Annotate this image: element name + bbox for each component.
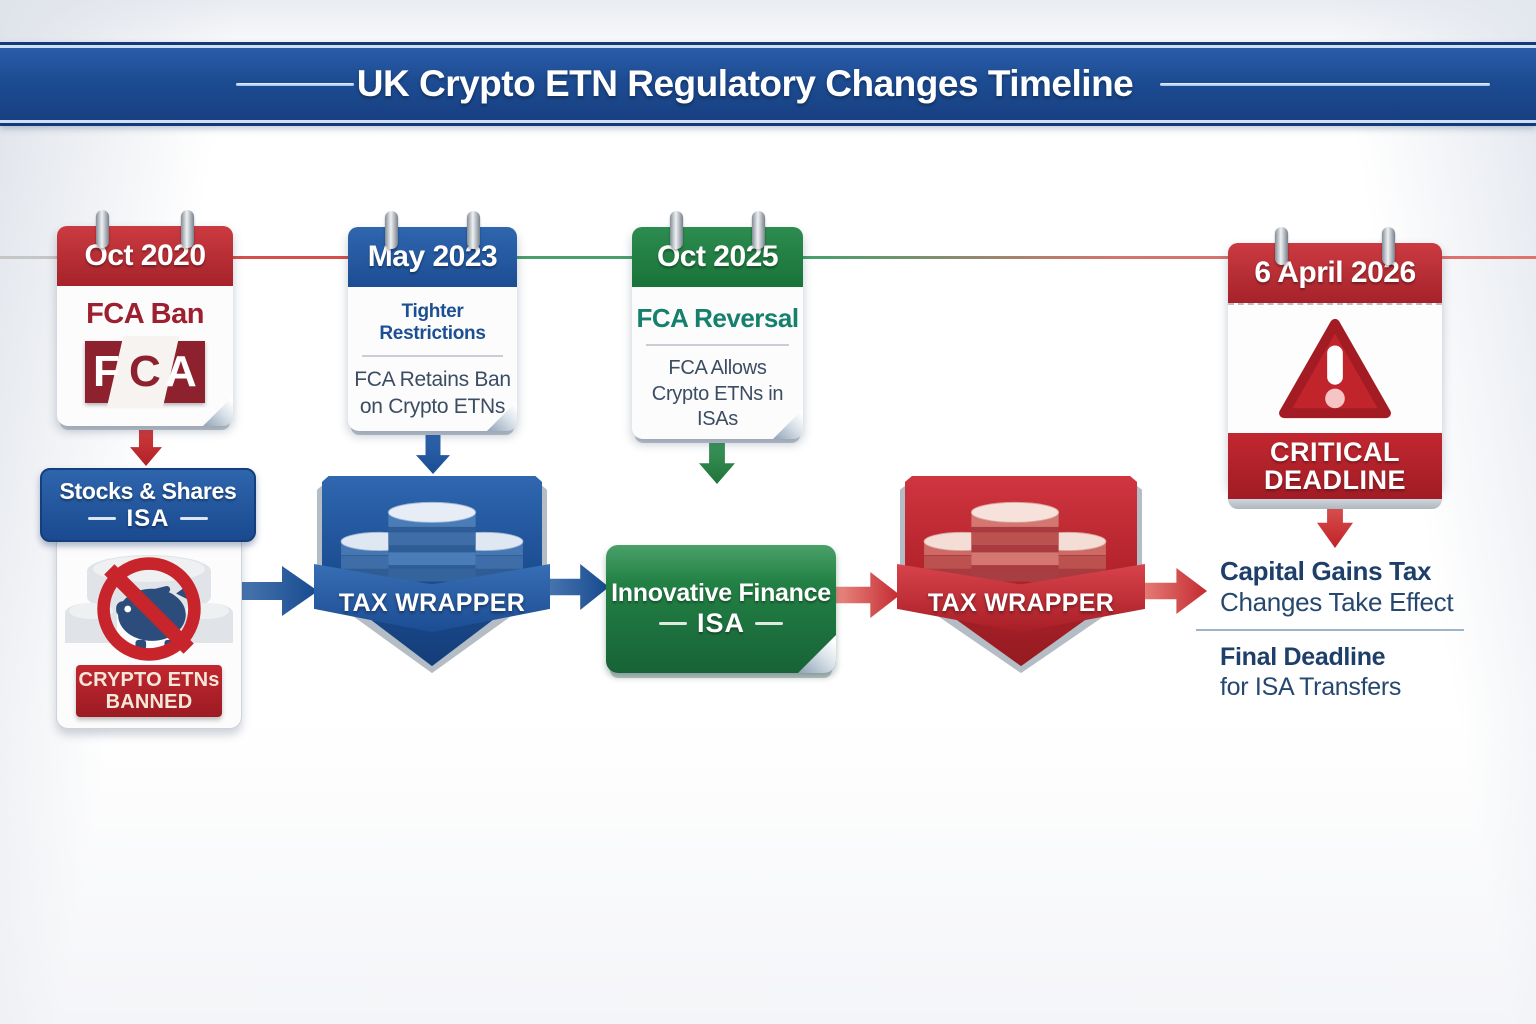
outcome-line: Final Deadline (1220, 643, 1386, 672)
milestone-heading: FCA Reversal (636, 303, 799, 333)
critical-deadline-band: CRITICAL DEADLINE (1228, 433, 1442, 499)
right-arrow-icon (238, 566, 318, 616)
milestone-date: Oct 2025 (632, 227, 803, 287)
milestone-text-line: Crypto ETNs in ISAs (651, 382, 784, 431)
isa-title-line: Stocks & Shares (59, 477, 237, 504)
crypto-banned-card: CRYPTO ETNs BANNED (56, 537, 242, 729)
tax-wrapper-shield-blue: TAX WRAPPER (314, 476, 550, 674)
binder-ring-icon (466, 211, 480, 249)
milestone-body: Tighter Restrictions FCA Retains Ban on … (348, 301, 517, 421)
milestone-card-oct-2020: Oct 2020 FCA Ban F C A (57, 210, 233, 426)
milestone-text-line: FCA Retains Ban (354, 368, 511, 391)
right-arrow-icon (834, 572, 900, 618)
divider (646, 344, 789, 346)
title-banner: UK Crypto ETN Regulatory Changes Timelin… (0, 42, 1536, 126)
milestone-body: FCA Ban F C A (57, 298, 233, 408)
fca-logo-letter: F (93, 347, 120, 396)
binder-ring-icon (1381, 227, 1395, 265)
milestone-card-may-2023: May 2023 Tighter Restrictions FCA Retain… (348, 211, 517, 431)
isa-title-line: Innovative Finance (611, 579, 831, 607)
milestone-date: Oct 2020 (57, 226, 233, 286)
binder-ring-icon (385, 211, 399, 249)
fca-logo-letter: C (129, 347, 161, 396)
fca-logo-icon: F C A (85, 336, 205, 408)
milestone-date: May 2023 (348, 227, 517, 287)
milestone-card-april-2026: 6 April 2026 CRITICAL DEADLINE (1228, 227, 1442, 509)
binder-ring-icon (95, 210, 109, 248)
milestone-date: 6 April 2026 (1228, 243, 1442, 303)
banned-line: CRYPTO ETNs (78, 668, 220, 691)
innovative-finance-isa-box: Innovative Finance ISA (606, 545, 836, 673)
milestone-card-oct-2025: Oct 2025 FCA Reversal FCA Allows Crypto … (632, 211, 803, 439)
down-arrow-icon (699, 438, 735, 484)
isa-title-line: ISA (659, 608, 783, 639)
banner-decoration-line-right (1160, 83, 1490, 86)
coin-stack-icon (923, 501, 1107, 583)
fca-logo-letter: A (165, 347, 197, 396)
isa-title-line: ISA (88, 505, 207, 533)
crypto-banned-badge: CRYPTO ETNs BANNED (76, 665, 222, 717)
critical-line: CRITICAL (1270, 436, 1400, 467)
milestone-text-line: on Crypto ETNs (359, 394, 506, 418)
divider (1196, 629, 1464, 632)
milestone-heading: FCA Ban (86, 298, 204, 330)
milestone-body: FCA Reversal FCA Allows Crypto ETNs in I… (632, 303, 803, 433)
warning-triangle-icon (1279, 318, 1391, 419)
down-arrow-icon (416, 432, 450, 474)
banned-line: BANNED (105, 691, 193, 713)
binder-ring-icon (1275, 227, 1289, 265)
outcome-line: Changes Take Effect (1220, 586, 1454, 617)
coin-stack-icon (340, 501, 524, 583)
tax-wrapper-shield-red: TAX WRAPPER (897, 476, 1145, 674)
outcome-text-block: Capital Gains Tax Changes Take Effect Fi… (1196, 556, 1464, 702)
divider (362, 355, 503, 357)
critical-line: DEADLINE (1263, 465, 1406, 495)
milestone-text-line: FCA Allows (668, 357, 767, 379)
milestone-body (1228, 303, 1442, 433)
down-arrow-icon (130, 424, 162, 466)
binder-ring-icon (669, 211, 683, 249)
outcome-line: Capital Gains Tax (1220, 556, 1432, 586)
calendar-base (1228, 499, 1442, 509)
banner-decoration-line-left (236, 83, 354, 86)
no-entry-piggy-bank-icon (97, 557, 201, 661)
binder-ring-icon (181, 210, 195, 248)
binder-ring-icon (752, 211, 766, 249)
stocks-shares-isa-box: Stocks & Shares ISA (40, 468, 256, 542)
outcome-line: for ISA Transfers (1220, 672, 1402, 701)
page-title: UK Crypto ETN Regulatory Changes Timelin… (356, 63, 1134, 104)
right-arrow-icon (545, 564, 609, 610)
page-curl (798, 635, 836, 673)
milestone-heading: Tighter Restrictions (379, 301, 486, 344)
